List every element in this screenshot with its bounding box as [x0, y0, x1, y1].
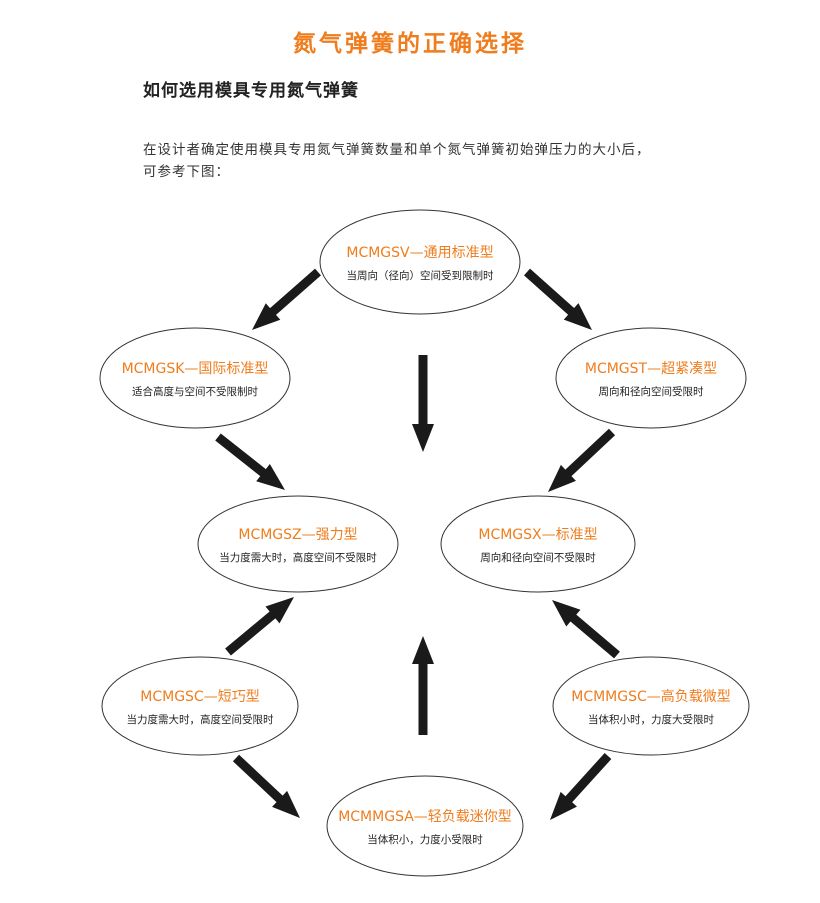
node-sz: MCMGSZ—强力型当力度需大时，高度空间不受限时: [198, 524, 398, 565]
node-name: MCMGST—超紧凑型: [584, 361, 718, 377]
arrow-icon-mmgsc-to-sa: [550, 752, 612, 820]
arrow-icon-sc-to-sz: [225, 597, 294, 656]
arrow-icon-sv-to-sk: [252, 268, 321, 330]
node-description: 周向和径向空间不受限时: [480, 552, 596, 564]
node-ellipse-sk: [99, 327, 291, 429]
node-ellipse-sx: [440, 495, 636, 593]
node-description: 当体积小时，力度大受限时: [588, 714, 714, 726]
arrow-icon-sa-to-center-up: [412, 636, 434, 735]
node-sx: MCMGSX—标准型周向和径向空间不受限时: [441, 524, 635, 565]
node-description: 适合高度与空间不受限制时: [132, 386, 258, 398]
node-ellipse-sz: [197, 495, 399, 593]
node-st: MCMGST—超紧凑型周向和径向空间受限时: [556, 358, 746, 399]
node-description: 周向和径向空间受限时: [598, 386, 704, 398]
node-name: MCMGSC—短巧型: [140, 689, 260, 705]
section-heading: 如何选用模具专用氮气弹簧: [143, 81, 359, 101]
arrow-icon-sv-to-center-down: [412, 355, 434, 452]
arrow-icon-sv-to-st: [524, 268, 592, 330]
node-sv: MCMGSV—通用标准型当周向（径向）空间受到限制时: [320, 242, 520, 283]
node-name: MCMGSZ—强力型: [238, 527, 358, 543]
node-name: MCMGSX—标准型: [478, 527, 598, 543]
node-name: MCMMGSA—轻负载迷你型: [338, 809, 512, 825]
arrow-icon-st-to-sx: [548, 428, 616, 492]
node-description: 当力度需大时，高度空间不受限时: [219, 552, 377, 564]
node-ellipse-st: [555, 327, 747, 429]
node-mmgsc: MCMMGSC—高负载微型当体积小时，力度大受限时: [553, 686, 749, 727]
node-ellipse-sa: [326, 775, 524, 877]
intro-line: 可参考下图：: [143, 164, 230, 180]
node-ellipse-sc: [101, 656, 299, 756]
node-description: 当周向（径向）空间受到限制时: [346, 270, 494, 282]
node-description: 当体积小，力度小受限时: [367, 834, 483, 846]
intro-text: 在设计者确定使用模具专用氮气弹簧数量和单个氮气弹簧初始弹压力的大小后， 可参考下…: [143, 139, 743, 183]
arrow-icon-mmgsc-to-sx: [552, 600, 620, 659]
node-name: MCMMGSC—高负载微型: [571, 689, 731, 705]
node-ellipse-sv: [319, 209, 521, 315]
node-sa: MCMMGSA—轻负载迷你型当体积小，力度小受限时: [327, 806, 523, 847]
intro-line: 在设计者确定使用模具专用氮气弹簧数量和单个氮气弹簧初始弹压力的大小后，: [143, 142, 651, 158]
node-description: 当力度需大时，高度空间受限时: [126, 714, 274, 726]
node-ellipse-mmgsc: [552, 656, 750, 756]
node-sc: MCMGSC—短巧型当力度需大时，高度空间受限时: [102, 686, 298, 727]
node-sk: MCMGSK—国际标准型适合高度与空间不受限制时: [100, 358, 290, 399]
node-name: MCMGSK—国际标准型: [121, 361, 269, 377]
node-name: MCMGSV—通用标准型: [346, 245, 494, 261]
arrow-icon-sc-to-sa: [232, 754, 300, 818]
arrow-icon-sk-to-sz: [215, 433, 285, 490]
page-title: 氮气弹簧的正确选择: [293, 31, 527, 57]
